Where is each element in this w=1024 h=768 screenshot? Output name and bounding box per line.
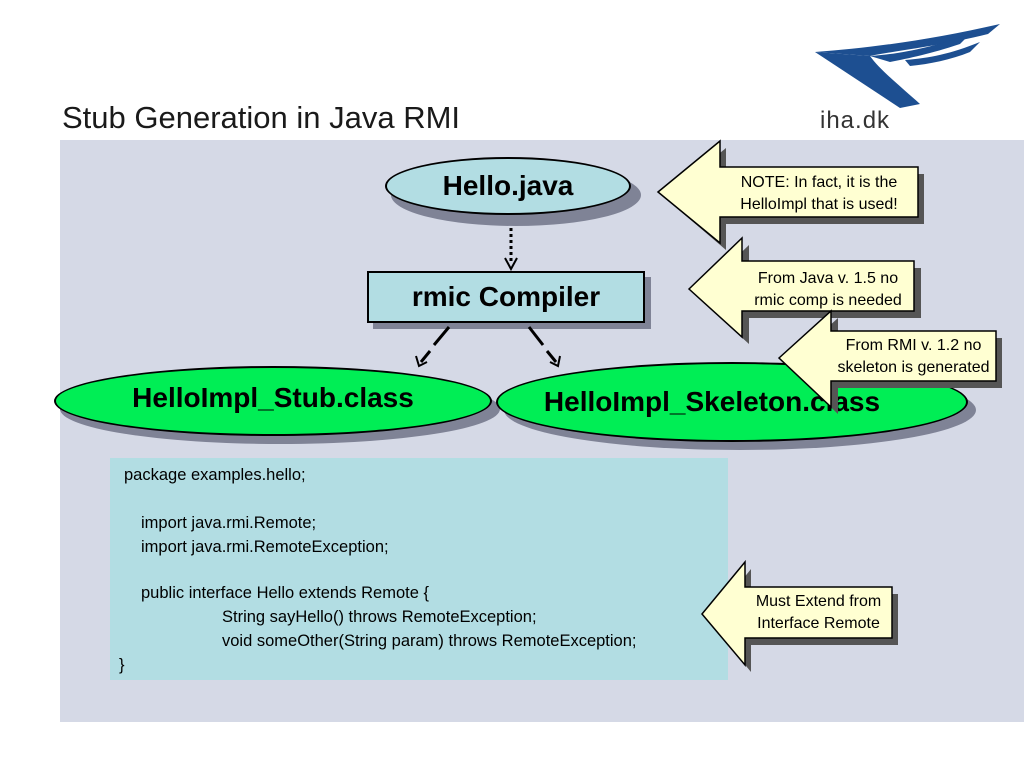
hello-java-node: Hello.java (385, 157, 631, 215)
callout-arrow-note2 (687, 236, 921, 344)
note4-line2: Interface Remote (757, 615, 880, 632)
iha-logo-icon (815, 24, 1000, 108)
note1-text: NOTE: In fact, it is the HelloImpl that … (720, 172, 918, 216)
note1-line1: NOTE: In fact, it is the (740, 174, 898, 191)
slide-title: Stub Generation in Java RMI (62, 100, 461, 135)
stub-class-label: HelloImpl_Stub.class (132, 382, 414, 413)
arrow-head-stub (415, 355, 428, 368)
note4-line1: Must Extend from (755, 593, 882, 610)
stub-class-node: HelloImpl_Stub.class (54, 366, 492, 436)
note2-text: From Java v. 1.5 no rmic comp is needed (742, 268, 914, 312)
note4-text: Must Extend from Interface Remote (745, 591, 892, 635)
logo-text: iha.dk (820, 107, 891, 134)
code-listing: package examples.hello; import java.rmi.… (110, 458, 728, 680)
note2-line2: rmic comp is needed (754, 292, 902, 309)
note1-line2: HelloImpl that is used! (740, 196, 898, 213)
note3-line1: From RMI v. 1.2 no (845, 337, 982, 354)
code-line: } (119, 656, 125, 674)
code-line: package examples.hello; (124, 466, 306, 484)
arrow-skeleton-dash (545, 350, 558, 363)
arrow-compiler-to-stub (432, 326, 451, 346)
code-line: import java.rmi.Remote; (141, 514, 317, 532)
note2-line1: From Java v. 1.5 no (757, 270, 899, 287)
code-line: public interface Hello extends Remote { (141, 584, 429, 602)
arrow-compiler-to-skeleton (527, 326, 545, 346)
arrow-head-compiler (504, 257, 518, 272)
note3-text: From RMI v. 1.2 no skeleton is generated (831, 335, 996, 379)
code-line: import java.rmi.RemoteException; (141, 538, 389, 556)
rmic-compiler-node: rmic Compiler (367, 271, 645, 323)
callout-arrow-note3 (777, 309, 1002, 414)
code-line: String sayHello() throws RemoteException… (222, 608, 537, 626)
callout-arrow-note4 (701, 559, 898, 672)
arrow-head-skeleton (549, 355, 561, 368)
hello-java-label: Hello.java (442, 170, 574, 201)
code-line: void someOther(String param) throws Remo… (222, 632, 637, 650)
callout-arrow-note1 (656, 139, 924, 250)
arrow-stub-dash (419, 350, 432, 363)
rmic-compiler-label: rmic Compiler (411, 281, 601, 312)
note3-line2: skeleton is generated (837, 359, 990, 376)
